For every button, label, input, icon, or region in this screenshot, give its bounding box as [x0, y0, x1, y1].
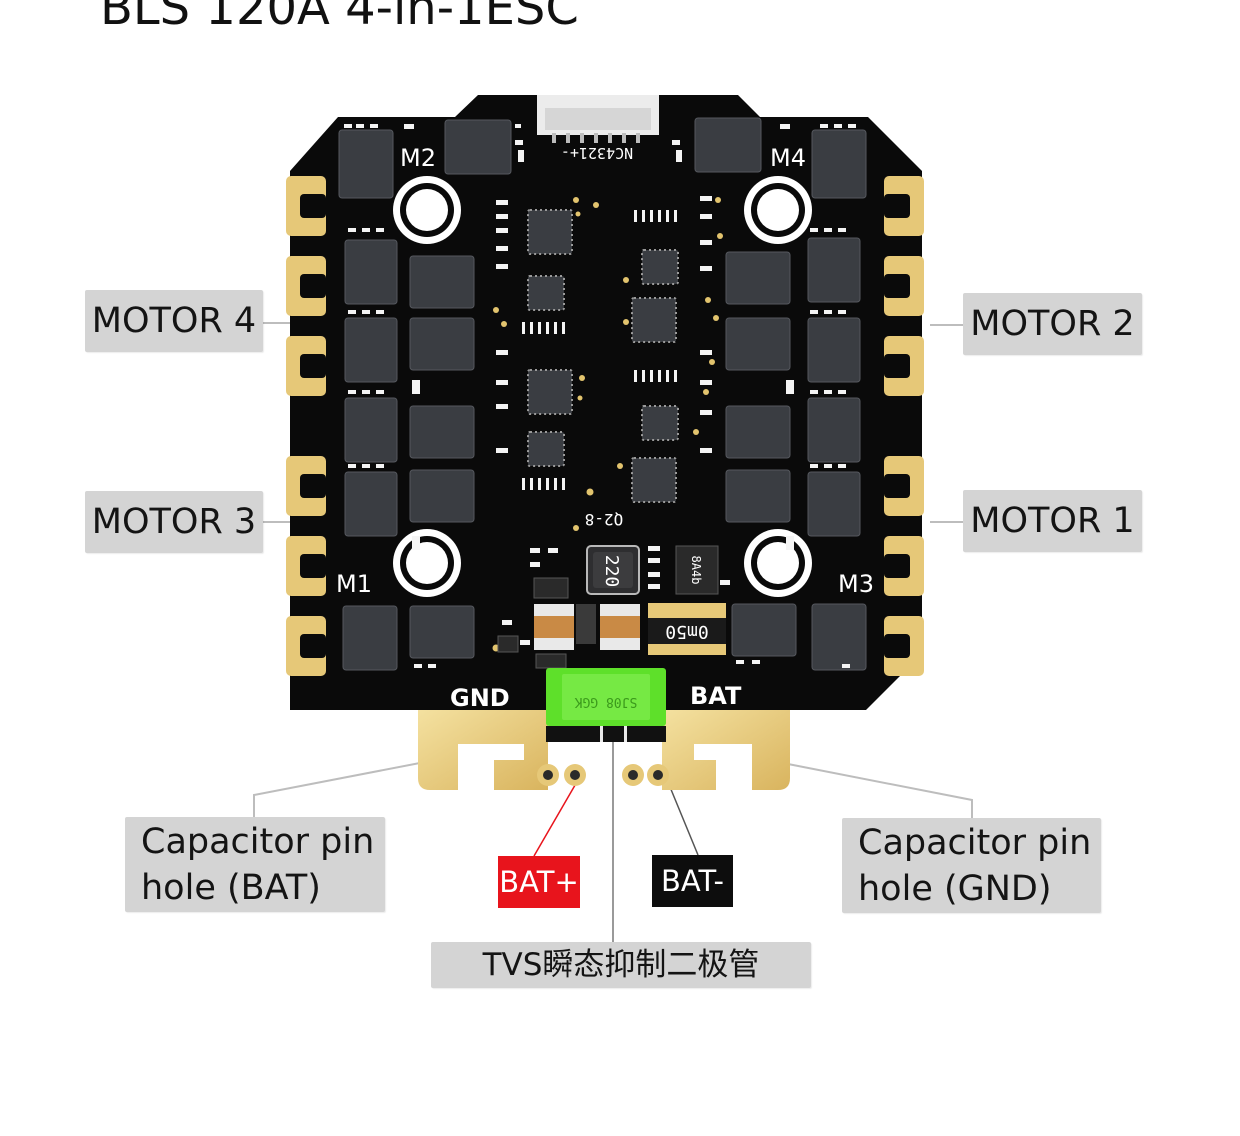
svg-text:SJ08 GGK: SJ08 GGK	[575, 694, 638, 709]
signal-connector	[537, 95, 659, 143]
capacitor-pin-holes	[537, 764, 669, 786]
silk-bat: BAT	[690, 682, 742, 710]
svg-text:0m50: 0m50	[665, 621, 708, 642]
bat-minus-label: BAT-	[652, 855, 733, 907]
capacitor-pin-bat-line2: hole (BAT)	[141, 868, 321, 908]
mounting-holes	[393, 176, 812, 597]
capacitor-pin-gnd-label: Capacitor pin hole (GND)	[842, 818, 1101, 913]
regulator-ics	[497, 577, 569, 669]
capacitor-pin-bat-label: Capacitor pin hole (BAT)	[125, 817, 385, 912]
motor-solder-pads	[286, 176, 924, 676]
inductor: 220	[586, 545, 640, 595]
motor4-label: MOTOR 4	[85, 290, 263, 352]
tvs-diode-label: TVS瞬态抑制二极管	[431, 942, 811, 988]
capacitor-pin-gnd-line2: hole (GND)	[858, 869, 1052, 909]
svg-text:8A4b: 8A4b	[689, 556, 703, 585]
leader-lines	[253, 322, 973, 945]
silk-gnd: GND	[450, 684, 510, 712]
silk-m1: M1	[336, 570, 372, 598]
motor3-label: MOTOR 3	[85, 491, 263, 553]
silk-m4: M4	[770, 144, 806, 172]
capacitor-pin-gnd-line1: Capacitor pin	[858, 823, 1092, 863]
bat-plus-leader	[533, 779, 579, 857]
motor1-label: MOTOR 1	[963, 490, 1142, 552]
current-sense-ic: 8A4b	[675, 545, 719, 595]
silk-connector-pins: NC4321+-	[561, 144, 633, 162]
page-title: BLS 120A 4-in-1ESC	[100, 0, 579, 36]
motor-pad-slots	[300, 194, 910, 658]
silk-m2: M2	[400, 144, 436, 172]
bat-plus-label: BAT+	[498, 856, 580, 908]
current-shunt: 0m50	[648, 603, 726, 655]
mosfets-right	[694, 117, 867, 671]
svg-text:220: 220	[601, 555, 622, 588]
capacitors	[534, 604, 640, 650]
mosfets-left	[338, 119, 512, 671]
battery-tabs	[418, 710, 790, 790]
tvs-diode: SJ08 GGK	[546, 668, 666, 742]
passive-components	[344, 124, 856, 668]
silk-version: Q2-8	[585, 510, 624, 529]
capacitor-pin-bat-line1: Capacitor pin	[141, 822, 375, 862]
silk-m3: M3	[838, 570, 874, 598]
gold-vias	[492, 197, 723, 652]
driver-ics	[527, 209, 679, 503]
motor2-label: MOTOR 2	[963, 293, 1142, 355]
